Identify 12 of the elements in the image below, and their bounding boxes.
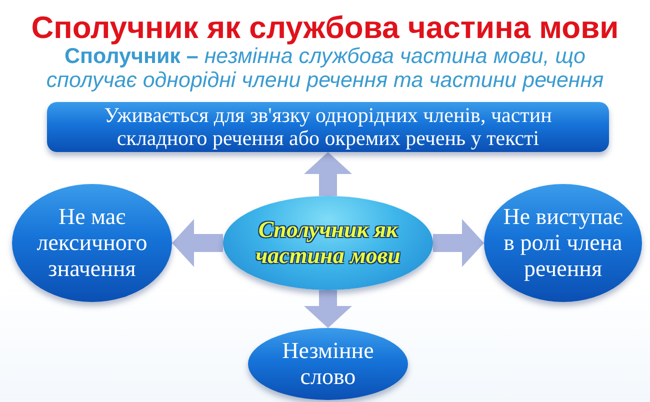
node-text: Не має лексичного значення — [36, 204, 148, 282]
block-arrow — [433, 219, 484, 267]
block-arrow — [172, 219, 223, 267]
node-text: Не виступає в ролі члена речення — [502, 204, 624, 282]
block-arrow — [304, 152, 352, 196]
node-text: Незмінне слово — [281, 338, 375, 390]
block-arrow — [304, 290, 352, 328]
rounded-box — [47, 102, 609, 152]
definition-text: Сполучник – незмінна службова частина мови, що сполучає однорідні члени речення та частини речення — [46, 44, 605, 92]
node-text: Уживається для зв'язку однорідних членів, частин складного речення або окремих речень у тексті — [103, 104, 553, 150]
title: Сполучник як службова частина мови — [30, 9, 620, 47]
node-text: Сполучник як частина мови — [254, 217, 402, 269]
